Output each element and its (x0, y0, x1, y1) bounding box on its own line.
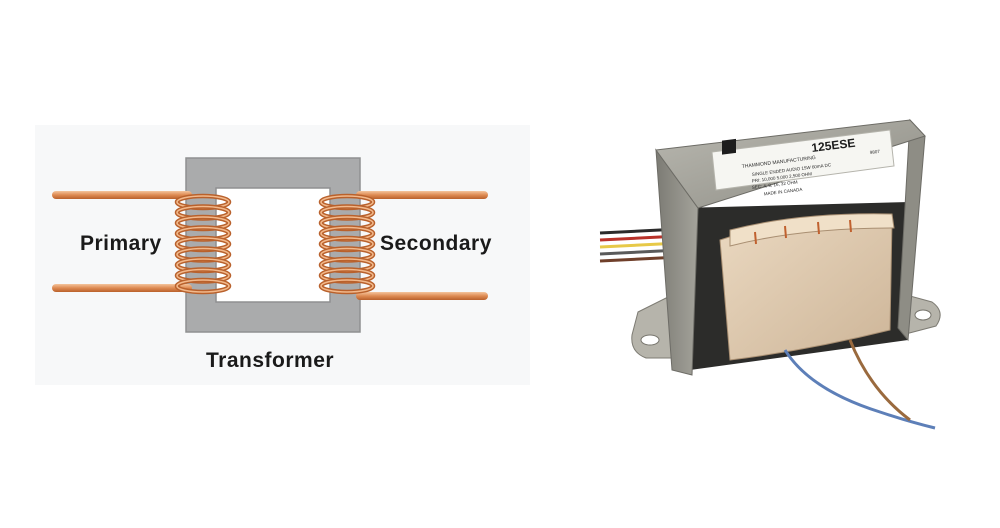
secondary-coil (318, 193, 376, 295)
transformer-photo: THAMMOND MANUFACTURING 125ESE SINGLE END… (580, 90, 980, 450)
coil-turn-highlight (176, 279, 230, 293)
label-line: SEC: 4, 8, 16, 32 OHM (752, 179, 799, 190)
label-model: 125ESE (811, 136, 856, 155)
secondary-leads (356, 191, 488, 300)
primary-leads (52, 191, 192, 292)
transformer-diagram: Primary Secondary Transformer (52, 157, 492, 372)
coil-turn-highlight (320, 279, 374, 293)
lead-wires-bottom (783, 339, 936, 430)
manufacturer-logo (722, 138, 736, 155)
primary-coil (174, 193, 232, 295)
label-code: 9807 (870, 149, 881, 155)
iron-core (185, 157, 361, 333)
primary-label: Primary (80, 232, 162, 255)
transformer-photo-svg: THAMMOND MANUFACTURING 125ESE SINGLE END… (599, 118, 941, 430)
coil-winding (719, 213, 895, 361)
transformer-diagram-svg (52, 157, 488, 333)
product-label: THAMMOND MANUFACTURING 125ESE SINGLE END… (711, 129, 895, 197)
transformer-caption: Transformer (206, 349, 335, 372)
label-line: MADE IN CANADA (764, 187, 803, 197)
secondary-label: Secondary (380, 232, 492, 255)
